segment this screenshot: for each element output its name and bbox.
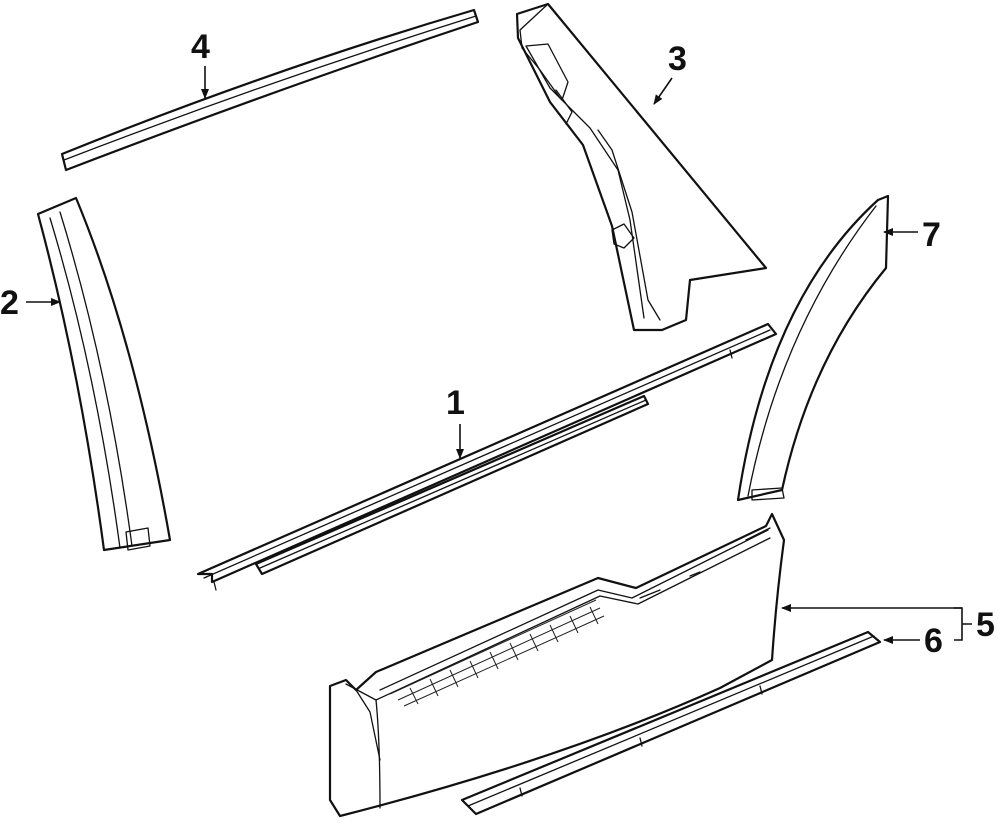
part-5-lower-panel — [328, 512, 786, 818]
callout-4: 4 — [191, 28, 210, 66]
callout-3: 3 — [668, 40, 687, 78]
bracket-5 — [954, 607, 972, 641]
callout-1: 1 — [446, 384, 465, 422]
part-7-wheel-molding — [736, 194, 890, 502]
callout-2: 2 — [0, 284, 19, 322]
leader-3 — [653, 77, 673, 105]
callout-5: 5 — [976, 606, 995, 644]
part-1-belt-weatherstrip — [196, 322, 778, 591]
callout-6: 6 — [924, 622, 943, 660]
part-2-pillar-applique — [36, 196, 172, 552]
part-3-quarter-window — [515, 2, 768, 332]
callout-7: 7 — [922, 216, 941, 254]
part-6-sill-molding — [460, 630, 882, 816]
part-4-upper-molding — [60, 8, 480, 172]
